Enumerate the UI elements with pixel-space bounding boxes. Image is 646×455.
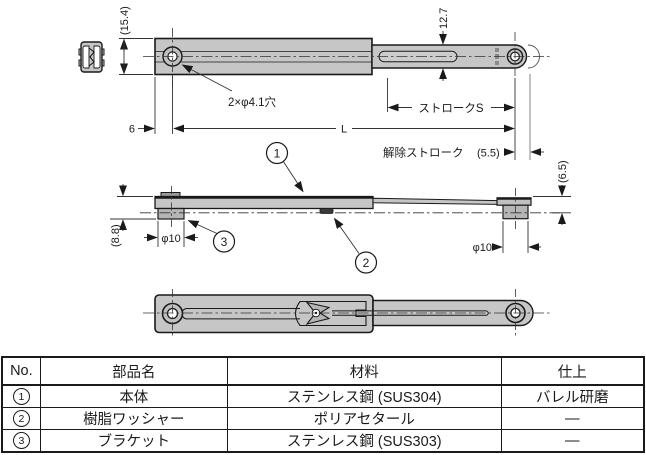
circled-number-2: 2 [12, 410, 30, 428]
cell-material-3: ステンレス鋼 (SUS303) [226, 429, 502, 453]
dim-6-5-label: (6.5) [557, 160, 569, 183]
balloon-2: 2 [333, 217, 378, 274]
dim-phi10-right: φ10 [473, 242, 541, 254]
cell-name-3: ブラケット [39, 429, 228, 453]
dim-6: 6 [129, 124, 155, 136]
internal-mechanism [181, 300, 489, 327]
cell-finish-2: ― [500, 407, 645, 430]
cell-no-3: 3 [0, 429, 41, 453]
dim-6-label: 6 [129, 124, 135, 136]
header-finish: 仕上 [500, 356, 645, 386]
dim-8-8: (8.8) [110, 184, 127, 247]
dim-12-7: 12.7 [438, 8, 450, 81]
cell-name-1: 本体 [39, 384, 228, 408]
dim-stroke-s-label: ストロークS [418, 102, 483, 115]
top-view: (15.4) 12.7 2×φ4.1穴 ストロークS [78, 6, 552, 160]
dim-6-5: (6.5) [557, 160, 569, 225]
bottom-view [143, 289, 550, 338]
cell-name-2: 樹脂ワッシャー [39, 407, 228, 430]
circled-number-1: 1 [12, 388, 30, 406]
body-bottom-view [154, 294, 374, 334]
rod-side-view [372, 197, 499, 205]
dim-release-stroke-label: 解除ストローク [383, 146, 464, 160]
cell-finish-3: ― [500, 429, 645, 453]
header-material: 材料 [226, 356, 502, 386]
rod-bottom-view [372, 299, 534, 327]
end-view-part [78, 41, 105, 73]
dim-stroke-s: ストロークS [387, 102, 515, 115]
dim-phi10-left: φ10 [144, 233, 198, 245]
cell-material-1: ステンレス鋼 (SUS304) [226, 384, 502, 408]
dim-release-stroke: 解除ストローク (5.5) [383, 146, 544, 160]
dim-phi10-right-label: φ10 [473, 242, 492, 254]
table-row: 1 本体 ステンレス鋼 (SUS304) バレル研磨 [0, 384, 645, 408]
balloon-1-number: 1 [274, 147, 281, 161]
cell-no-2: 2 [0, 407, 41, 430]
resin-washer [319, 208, 334, 214]
hole-callout: 2×φ4.1穴 [181, 64, 277, 109]
dim-L: L [173, 124, 515, 136]
hole-callout-label: 2×φ4.1穴 [228, 95, 277, 109]
circled-number-3: 3 [12, 432, 30, 450]
dim-release-stroke-value: (5.5) [477, 148, 500, 160]
dim-8-8-label: (8.8) [110, 224, 122, 247]
drawing-area: (15.4) 12.7 2×φ4.1穴 ストロークS [78, 6, 571, 338]
cell-finish-1: バレル研磨 [500, 384, 645, 408]
balloon-2-number: 2 [363, 256, 370, 270]
boss-left [157, 207, 185, 220]
parts-table-header-row: No. 部品名 材料 仕上 [0, 356, 645, 386]
dim-phi10-left-label: φ10 [161, 233, 180, 245]
drawing-svg: (15.4) 12.7 2×φ4.1穴 ストロークS [78, 6, 571, 338]
parts-table: No. 部品名 材料 仕上 1 本体 ステンレス鋼 (SUS304) バレル研磨… [0, 356, 645, 453]
balloon-3-number: 3 [221, 235, 228, 249]
dim-12-7-label: 12.7 [438, 8, 450, 29]
dim-15-4: (15.4) [119, 6, 131, 75]
side-view: (8.8) φ10 φ10 (6.5) [110, 141, 571, 274]
header-part-name: 部品名 [39, 356, 228, 386]
cell-material-2: ポリアセタール [226, 407, 502, 430]
parts-table-wrap: No. 部品名 材料 仕上 1 本体 ステンレス鋼 (SUS304) バレル研磨… [0, 356, 646, 453]
table-row: 3 ブラケット ステンレス鋼 (SUS303) ― [0, 429, 645, 453]
extension-lines-top [119, 38, 531, 160]
cell-no-1: 1 [0, 384, 41, 408]
dim-15-4-label: (15.4) [119, 6, 131, 35]
header-no: No. [0, 356, 41, 386]
extension-lines-side [110, 196, 571, 253]
table-row: 2 樹脂ワッシャー ポリアセタール ― [0, 407, 645, 430]
balloon-3: 3 [187, 220, 236, 253]
balloon-1: 1 [265, 141, 304, 193]
dim-L-label: L [341, 124, 347, 136]
